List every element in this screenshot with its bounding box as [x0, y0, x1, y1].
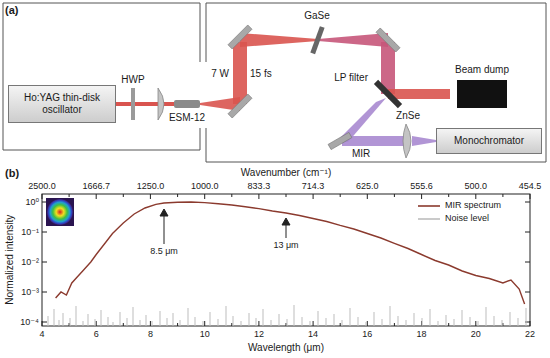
legend-line: [418, 205, 440, 207]
label-text: 7 W: [211, 68, 229, 80]
label-text: HWP: [121, 74, 144, 86]
label-text: Wavenumber (cm⁻¹): [241, 167, 331, 179]
label-text: 1000.0: [191, 181, 219, 191]
label-text: 2500.0: [28, 181, 56, 191]
label-text: 10⁻⁴: [20, 317, 39, 327]
crystal: [310, 26, 324, 54]
legend-line: [418, 215, 440, 223]
label-text: 6: [94, 329, 99, 339]
label-text: 16: [362, 329, 372, 339]
axis-title: Normalized intensity: [4, 215, 16, 305]
laser-beam: [388, 89, 450, 99]
axis-ticks: [42, 194, 530, 326]
mirror: [328, 132, 352, 149]
spectrum-curve: [56, 202, 525, 304]
enclosure-frame: [3, 3, 200, 150]
curved-mirror: [376, 28, 400, 52]
laser-beam: [240, 33, 318, 47]
label-text: 4: [39, 329, 44, 339]
node-text: Beam dump: [430, 64, 534, 76]
beam-dump-block: [457, 80, 507, 108]
label-text: 8.5 μm: [150, 246, 178, 256]
curved-mirror: [228, 25, 252, 49]
node-text: Ho:YAG thin-disk oscillator: [15, 92, 109, 116]
label-text: 500.0: [465, 181, 488, 191]
label-text: MIR: [352, 148, 370, 160]
lens: [403, 124, 411, 158]
laser-source-box: Ho:YAG thin-disk oscillator: [8, 85, 116, 123]
fiber: [174, 100, 200, 108]
marker-arrow: [282, 218, 290, 238]
legend-line: [418, 218, 440, 220]
legend-text: MIR spectrum: [445, 200, 501, 211]
plot-frame: [42, 194, 530, 326]
lens: [158, 88, 164, 120]
label-text: 10⁻³: [21, 287, 39, 297]
label-text: 1666.7: [82, 181, 110, 191]
beam-profile-image: [46, 198, 74, 226]
noise-trace: [48, 305, 526, 326]
curved-mirror: [228, 94, 252, 118]
label-text: (b): [5, 167, 19, 180]
label-text: (a): [5, 4, 18, 17]
label-text: ZnSe: [396, 110, 420, 122]
label-text: GaSe: [304, 10, 330, 22]
label-text: 10: [200, 329, 210, 339]
label-text: LP filter: [334, 72, 368, 84]
legend: MIR spectrumNoise level: [418, 199, 501, 225]
label-text: 18: [417, 329, 427, 339]
marker-arrow: [160, 209, 168, 244]
label-text: 1250.0: [137, 181, 165, 191]
label-text: 22: [525, 329, 535, 339]
label-text: 625.0: [356, 181, 379, 191]
beam-profile-image: [47, 199, 73, 225]
instrument-box: Monochromator: [436, 128, 542, 154]
label-text: 14: [308, 329, 318, 339]
node-text: Monochromator: [443, 135, 535, 147]
label-text: Wavelength (μm): [248, 342, 324, 354]
label-text: 714.3: [302, 181, 325, 191]
beam-dump: Beam dump: [430, 64, 534, 108]
label-text: 10⁰: [25, 197, 39, 207]
laser-beam: [233, 42, 247, 104]
filter: [374, 80, 402, 108]
label-text: 13 μm: [273, 240, 298, 250]
legend-row: Noise level: [418, 212, 501, 225]
legend-row: MIR spectrum: [418, 199, 501, 212]
label-text: 20: [471, 329, 481, 339]
mir-beam: [412, 136, 436, 146]
label-text: 8: [148, 329, 153, 339]
label-text: 10⁻²: [21, 257, 39, 267]
label-text: 454.5: [519, 181, 542, 191]
enclosure-frame: [206, 3, 546, 162]
legend-line: [418, 202, 440, 210]
label-text: 10⁻¹: [21, 227, 39, 237]
legend-text: Noise level: [445, 213, 489, 224]
waveplate: [131, 88, 135, 120]
label-text: 833.3: [248, 181, 271, 191]
label-text: ESM-12: [169, 112, 205, 124]
laser-beam: [318, 33, 388, 47]
label-text: 15 fs: [250, 68, 272, 80]
label-text: 12: [254, 329, 264, 339]
label-text: 555.6: [410, 181, 433, 191]
